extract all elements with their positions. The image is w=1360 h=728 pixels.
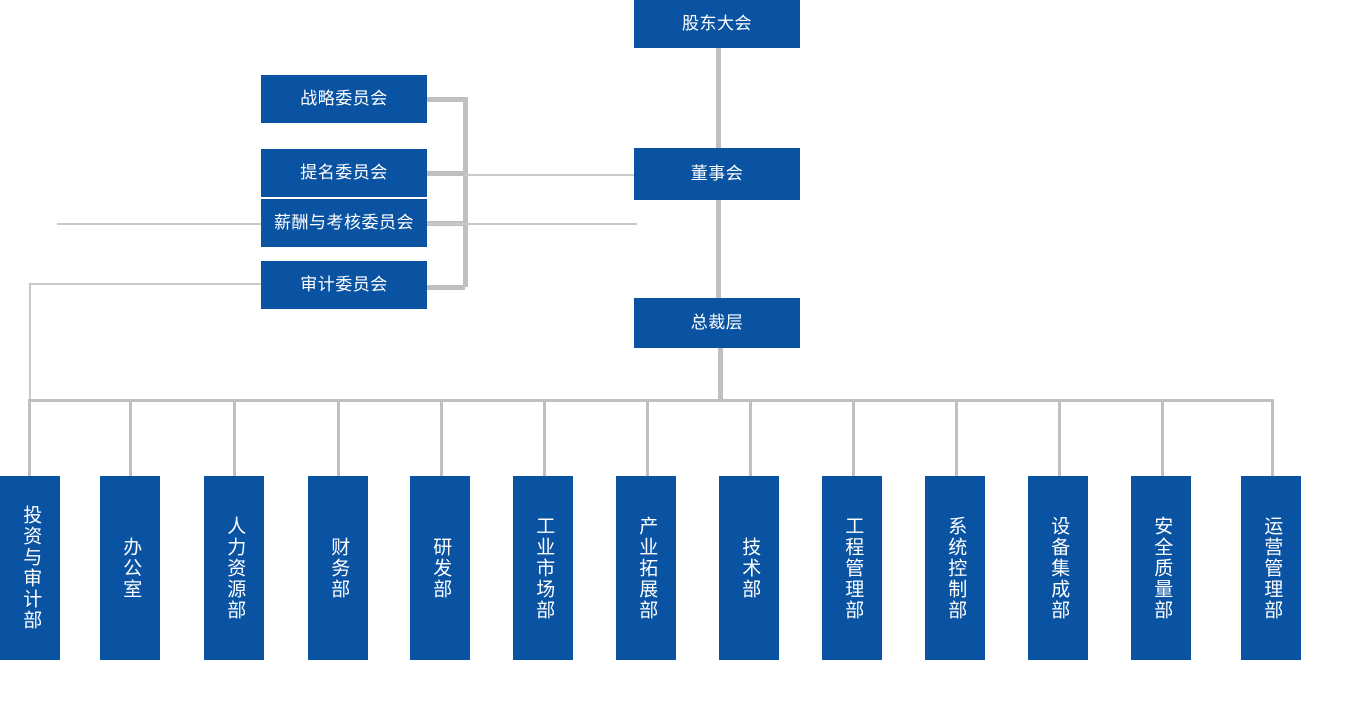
connector-audit-left-drop	[29, 283, 31, 401]
node-label: 设备集成部	[1048, 515, 1070, 621]
connector-drop-dept-3	[233, 399, 236, 477]
node-label: 战略委员会	[300, 88, 388, 108]
connector-drop-dept-7	[646, 399, 649, 477]
node-label: 工业市场部	[533, 515, 555, 621]
connector-committee-stub-nomination	[427, 171, 465, 176]
node-president-office[interactable]: 总裁层	[634, 298, 800, 348]
node-label: 办公室	[120, 536, 142, 600]
connector-drop-dept-4	[337, 399, 340, 477]
connector-drop-dept-12	[1161, 399, 1164, 477]
node-committee-compensation-assessment[interactable]: 薪酬与考核委员会	[261, 199, 427, 247]
node-department-technology[interactable]: 技术部	[719, 476, 779, 660]
connector-committees-to-board	[465, 174, 635, 176]
connector-drop-dept-6	[543, 399, 546, 477]
node-department-engineering-management[interactable]: 工程管理部	[822, 476, 882, 660]
node-label: 工程管理部	[842, 515, 864, 621]
connector-audit-left-lead	[29, 283, 262, 285]
connector-shareholders-to-board	[716, 48, 721, 150]
node-department-research-development[interactable]: 研发部	[410, 476, 470, 660]
node-department-human-resources[interactable]: 人力资源部	[204, 476, 264, 660]
node-label: 投资与审计部	[20, 505, 42, 631]
node-department-system-control[interactable]: 系统控制部	[925, 476, 985, 660]
node-department-finance[interactable]: 财务部	[308, 476, 368, 660]
node-department-industry-expansion[interactable]: 产业拓展部	[616, 476, 676, 660]
connector-drop-dept-5	[440, 399, 443, 477]
node-label: 技术部	[739, 536, 761, 600]
node-label: 研发部	[430, 536, 452, 600]
node-board-of-directors[interactable]: 董事会	[634, 148, 800, 200]
connector-board-to-president	[716, 200, 721, 300]
node-label: 产业拓展部	[636, 515, 658, 621]
node-label: 财务部	[328, 536, 350, 600]
connector-department-rail	[29, 399, 1274, 402]
node-department-equipment-integration[interactable]: 设备集成部	[1028, 476, 1088, 660]
node-label: 审计委员会	[300, 274, 388, 294]
node-department-operations-management[interactable]: 运营管理部	[1241, 476, 1301, 660]
connector-drop-dept-1	[28, 399, 31, 477]
connector-drop-dept-10	[955, 399, 958, 477]
connector-drop-dept-11	[1058, 399, 1061, 477]
node-label: 人力资源部	[224, 515, 246, 621]
node-label: 股东大会	[682, 13, 752, 33]
connector-committee-spine	[463, 97, 468, 287]
node-label: 提名委员会	[300, 162, 388, 182]
node-label: 安全质量部	[1151, 515, 1173, 621]
node-label: 系统控制部	[945, 515, 967, 621]
node-committee-audit[interactable]: 审计委员会	[261, 261, 427, 309]
node-department-investment-audit[interactable]: 投资与审计部	[0, 476, 60, 660]
node-committee-strategy[interactable]: 战略委员会	[261, 75, 427, 123]
node-label: 薪酬与考核委员会	[274, 212, 414, 232]
connector-committee-stub-strategy	[427, 97, 465, 102]
connector-compensation-right-tail	[427, 223, 637, 225]
node-label: 董事会	[690, 163, 744, 183]
node-department-industrial-market[interactable]: 工业市场部	[513, 476, 573, 660]
connector-compensation-left-tail	[57, 223, 262, 225]
connector-committee-stub-audit	[427, 285, 465, 290]
connector-drop-dept-9	[852, 399, 855, 477]
node-department-office[interactable]: 办公室	[100, 476, 160, 660]
node-label: 总裁层	[690, 312, 744, 332]
connector-drop-dept-2	[129, 399, 132, 477]
connector-president-to-rail	[718, 348, 723, 401]
connector-drop-dept-13	[1271, 399, 1274, 477]
node-label: 运营管理部	[1261, 515, 1283, 621]
node-shareholders-meeting[interactable]: 股东大会	[634, 0, 800, 48]
connector-drop-dept-8	[749, 399, 752, 477]
node-committee-nomination[interactable]: 提名委员会	[261, 149, 427, 197]
node-department-safety-quality[interactable]: 安全质量部	[1131, 476, 1191, 660]
